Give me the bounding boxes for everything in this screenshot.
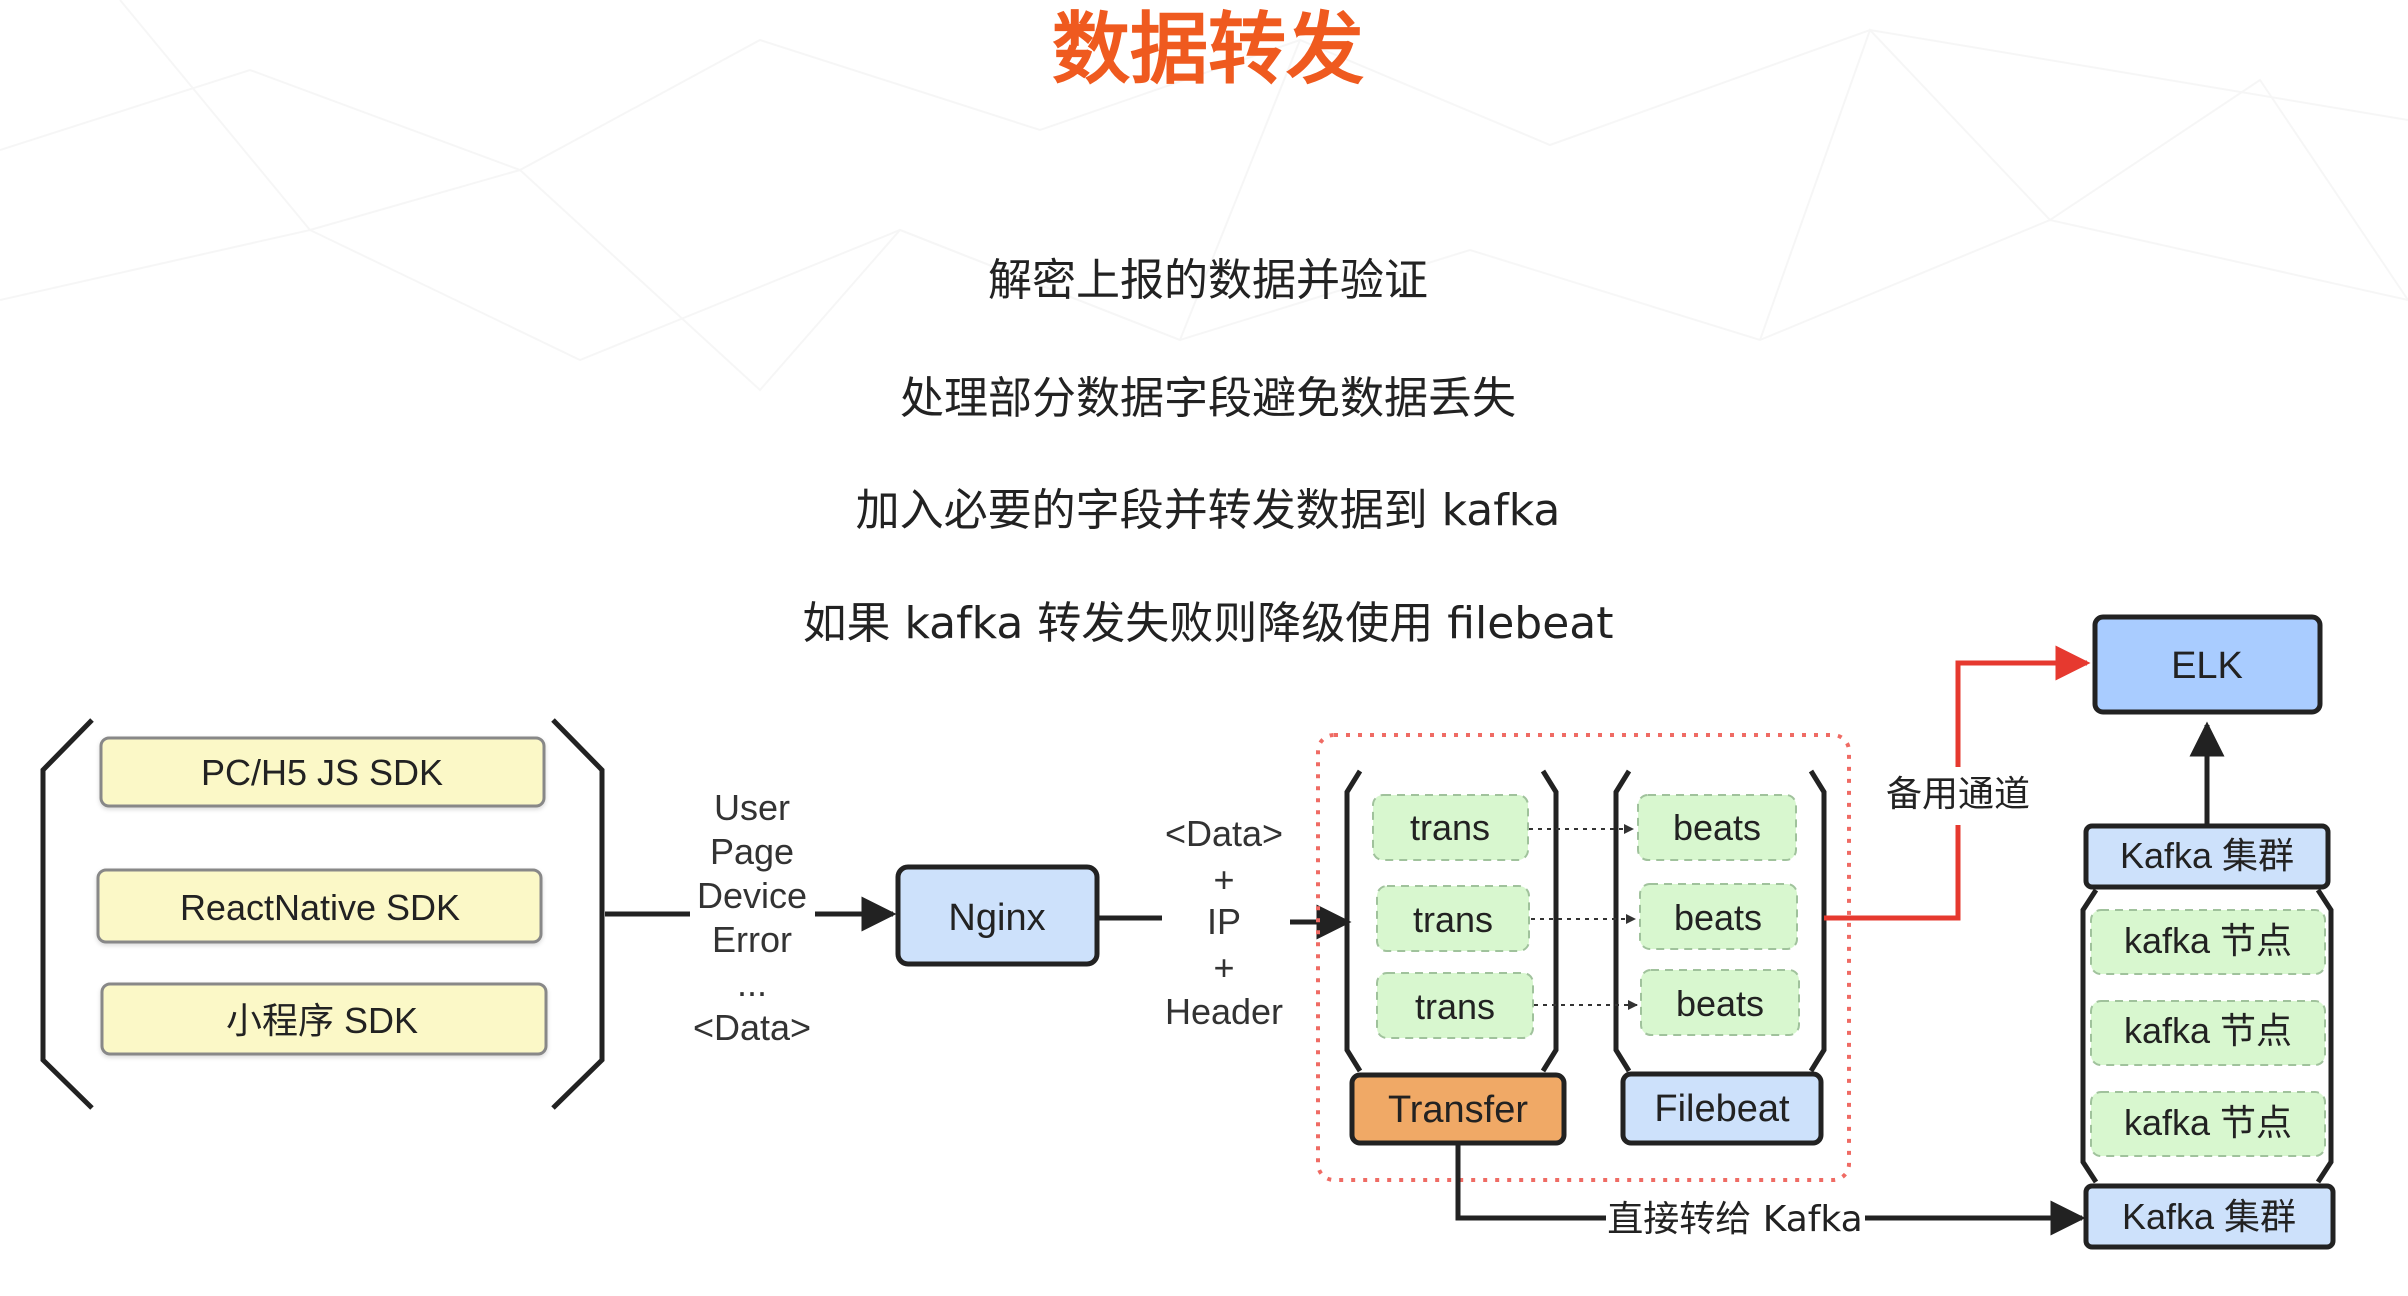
bullet-process-fields: 处理部分数据字段避免数据丢失 [900,373,1516,424]
label-user: User [714,787,790,828]
elk-box: ELK [2092,614,2323,715]
bullet-add-fields: 加入必要的字段并转发数据到 kafka [856,485,1561,536]
kafka-node-2: kafka 节点 [2090,1000,2326,1066]
transfer-filebeat-boundary [1316,733,1851,1182]
kafka-node-label-1: kafka 节点 [2124,920,2292,961]
beats-item-2: beats [1639,883,1798,950]
kafka-node-1: kafka 节点 [2090,909,2326,975]
nginx-output-label: <Data> + IP + Header [1165,813,1283,1032]
kafka-cluster-bottom-label: Kafka 集群 [2122,1196,2296,1237]
kafka-node-container [2080,888,2334,1184]
sdk-box-pc-h5: PC/H5 JS SDK [99,736,546,808]
trans-container [1344,769,1559,1073]
beats-container [1613,769,1827,1073]
backup-channel-label: 备用通道 [1886,774,2030,815]
nginx-label-data: <Data> [1165,813,1283,854]
trans-label-3: trans [1415,986,1495,1027]
bullet-fallback: 如果 kafka 转发失败则降级使用 filebeat [802,598,1613,649]
kafka-node-3: kafka 节点 [2090,1091,2326,1157]
right-bracket [551,718,605,1110]
background-pattern [0,0,2408,392]
transfer-box: Transfer [1349,1072,1567,1146]
trans-item-1: trans [1372,794,1529,861]
trans-label-1: trans [1410,807,1490,848]
nginx-label: Nginx [948,897,1045,939]
left-bracket [40,718,94,1110]
trans-item-2: trans [1376,885,1530,952]
sdk-box-react-native: ReactNative SDK [96,868,543,944]
label-data: <Data> [693,1007,811,1048]
filebeat-box: Filebeat [1620,1071,1824,1146]
sdk-box-mini-program: 小程序 SDK [100,982,548,1056]
nginx-box: Nginx [895,864,1100,967]
direct-to-kafka-line [1455,1143,1606,1221]
kafka-cluster-top-label: Kafka 集群 [2120,835,2294,876]
sdk-label-react-native: ReactNative SDK [180,887,460,928]
page-title: 数据转发 [1052,5,1364,95]
beats-label-1: beats [1673,807,1761,848]
label-page: Page [710,831,794,872]
label-device: Device [697,875,807,916]
beats-label-3: beats [1676,983,1764,1024]
beats-label-2: beats [1674,897,1762,938]
beats-item-3: beats [1640,969,1800,1036]
kafka-node-label-2: kafka 节点 [2124,1010,2292,1051]
filebeat-label: Filebeat [1654,1088,1790,1130]
nginx-label-plus-1: + [1213,859,1234,900]
sdk-label-pc-h5: PC/H5 JS SDK [201,752,443,793]
label-ellipsis: ... [737,963,767,1004]
direct-to-kafka-label: 直接转给 Kafka [1607,1199,1862,1240]
bullet-decrypt: 解密上报的数据并验证 [988,255,1428,306]
backup-label-mask [1882,767,2037,825]
elk-label: ELK [2171,645,2243,687]
beats-item-1: beats [1637,794,1797,861]
nginx-label-plus-2: + [1213,947,1234,988]
label-error: Error [712,919,792,960]
kafka-cluster-top: Kafka 集群 [2083,823,2331,890]
trans-label-2: trans [1413,899,1493,940]
sdk-label-mini-program: 小程序 SDK [226,1000,418,1041]
sdk-output-label: User Page Device Error ... <Data> [693,787,811,1048]
nginx-label-ip: IP [1207,901,1241,942]
trans-item-3: trans [1376,972,1534,1039]
kafka-node-label-3: kafka 节点 [2124,1102,2292,1143]
nginx-label-header: Header [1165,991,1283,1032]
kafka-cluster-bottom: Kafka 集群 [2083,1183,2336,1250]
transfer-label: Transfer [1388,1089,1528,1131]
